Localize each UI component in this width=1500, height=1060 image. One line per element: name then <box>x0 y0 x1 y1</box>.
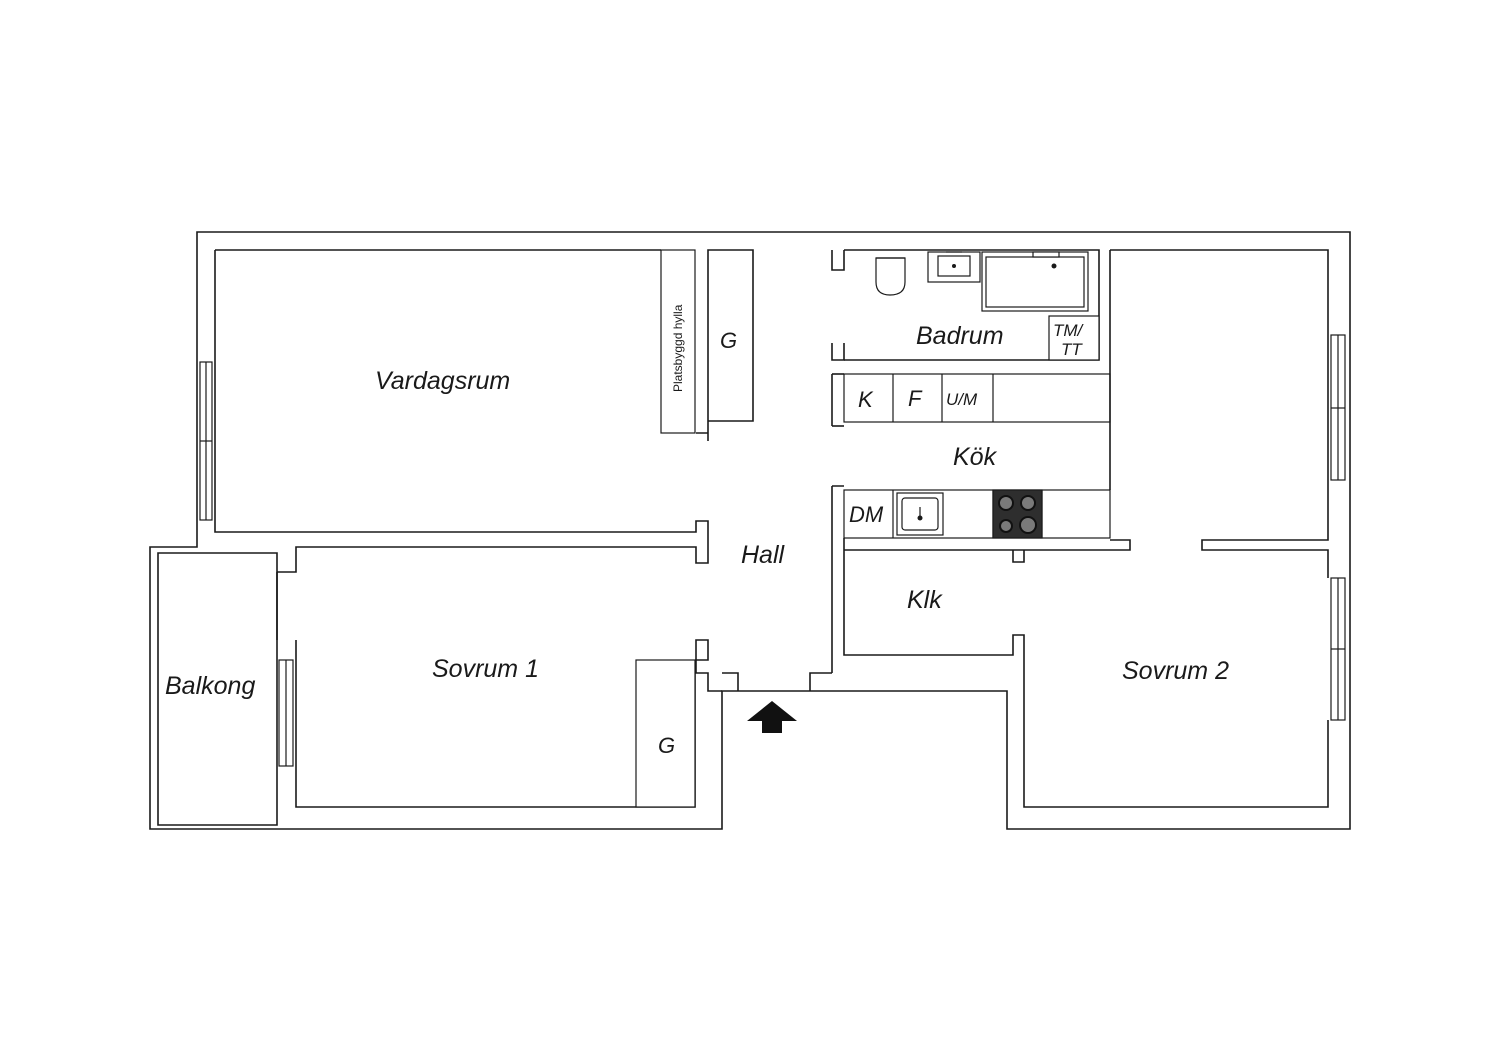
fridge-label: K <box>858 387 874 412</box>
tm-label-2: TT <box>1061 340 1083 359</box>
freezer-label: F <box>908 386 923 411</box>
entrance-jambs <box>722 672 832 691</box>
window-right-upper <box>1330 334 1346 481</box>
room-label-hall: Hall <box>741 541 786 569</box>
shelf-label: Platsbyggd hylla <box>671 304 685 392</box>
oven-label: U/M <box>946 390 978 409</box>
bathtub <box>981 251 1089 312</box>
arrow-up-icon <box>747 701 797 733</box>
tm-label-1: TM/ <box>1053 321 1085 340</box>
hall-right-wall <box>831 250 845 673</box>
outer-wall <box>149 231 1351 830</box>
room-label-sovrum1: Sovrum 1 <box>432 655 539 683</box>
wardrobe-hall-label: G <box>720 328 737 353</box>
window-vardagsrum <box>199 361 213 521</box>
window-sovrum2 <box>1330 577 1346 721</box>
sovrum2-walls <box>1110 249 1329 578</box>
kitchen-sink <box>896 492 944 536</box>
washer-dryer <box>1048 315 1100 361</box>
dishwasher-label: DM <box>849 502 884 527</box>
vardagsrum-walls <box>214 249 709 573</box>
badrum-walls <box>844 249 1100 361</box>
room-label-vardagsrum: Vardagsrum <box>375 367 510 395</box>
wardrobe-sovrum1-label: G <box>658 733 675 758</box>
toilet <box>875 257 906 296</box>
room-label-kok: Kök <box>953 443 998 471</box>
built-in-shelf <box>660 249 696 434</box>
hall-wall-upper <box>696 249 754 441</box>
window-sovrum1 <box>278 659 294 767</box>
room-label-badrum: Badrum <box>916 322 1004 350</box>
bathroom-sink <box>927 251 981 283</box>
kitchen-upper-row <box>843 373 1111 423</box>
room-label-sovrum2: Sovrum 2 <box>1122 657 1229 685</box>
room-label-balkong: Balkong <box>165 672 255 700</box>
kitchen-klk-wall <box>843 538 1329 808</box>
stove-icon <box>992 489 1043 539</box>
kitchen-lower-row <box>843 489 1111 539</box>
wardrobe-sovrum1 <box>635 659 696 808</box>
room-label-klk: Klk <box>907 586 943 614</box>
balcony-outline <box>157 552 278 826</box>
